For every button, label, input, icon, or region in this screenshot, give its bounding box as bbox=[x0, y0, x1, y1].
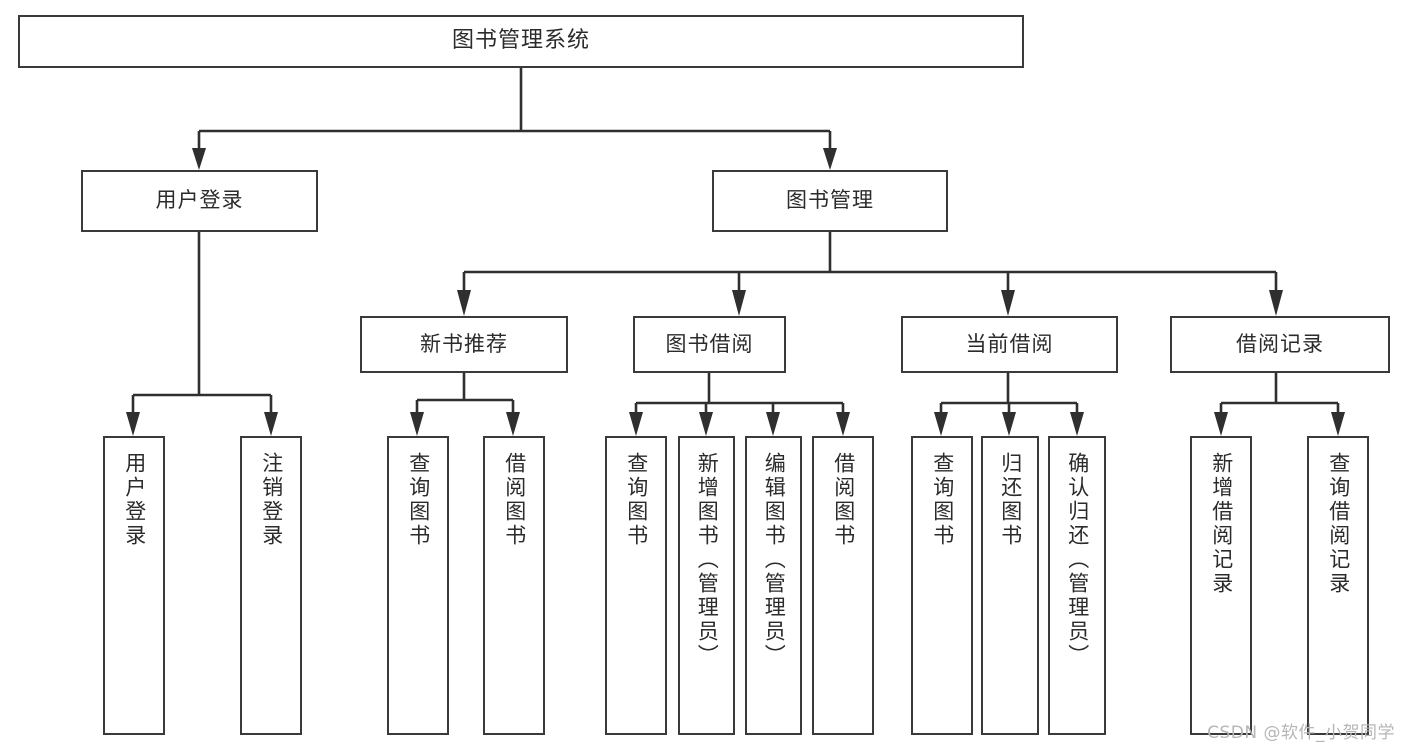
node-root-book-management-system[interactable]: 图书管理系统 bbox=[18, 15, 1024, 68]
watermark-text: CSDN @软件_小贺同学 bbox=[1207, 723, 1395, 743]
node-label: 新增图书（管理员） bbox=[695, 452, 720, 668]
node-label: 借阅记录 bbox=[1236, 331, 1324, 356]
node-book-borrow[interactable]: 图书借阅 bbox=[633, 316, 786, 373]
arrow-to-user-login bbox=[192, 148, 206, 170]
node-label: 当前借阅 bbox=[965, 331, 1054, 356]
node-label: 新增借阅记录 bbox=[1209, 452, 1234, 596]
node-label: 图书借阅 bbox=[665, 331, 754, 356]
leaf-new-book-query[interactable]: 查询图书 bbox=[387, 436, 449, 735]
node-label: 借阅图书 bbox=[502, 452, 527, 548]
arrow-to-book-borrow bbox=[732, 290, 746, 316]
leaf-user-login-logout[interactable]: 注销登录 bbox=[240, 436, 302, 735]
arrow-to-br-leaf-2 bbox=[1331, 412, 1345, 436]
arrow-to-cb-leaf-1 bbox=[934, 412, 948, 436]
node-user-login[interactable]: 用户登录 bbox=[81, 170, 318, 232]
node-label: 注销登录 bbox=[259, 452, 284, 548]
leaf-current-borrow-return[interactable]: 归还图书 bbox=[981, 436, 1039, 735]
arrow-to-bb-leaf-3 bbox=[766, 412, 780, 436]
leaf-new-book-borrow[interactable]: 借阅图书 bbox=[483, 436, 545, 735]
node-label: 图书管理 bbox=[786, 188, 874, 213]
arrow-to-cb-leaf-2 bbox=[1002, 412, 1016, 436]
leaf-book-borrow-borrow[interactable]: 借阅图书 bbox=[812, 436, 874, 735]
node-label: 编辑图书（管理员） bbox=[762, 452, 787, 668]
node-new-book-recommend[interactable]: 新书推荐 bbox=[360, 316, 568, 373]
arrow-to-br-leaf-1 bbox=[1214, 412, 1228, 436]
arrow-to-bb-leaf-1 bbox=[629, 412, 643, 436]
node-label: 查询图书 bbox=[624, 452, 649, 548]
node-label: 归还图书 bbox=[998, 452, 1023, 548]
node-label: 查询借阅记录 bbox=[1326, 452, 1351, 596]
arrow-to-user-login-leaf bbox=[126, 412, 140, 436]
node-label: 确认归还（管理员） bbox=[1065, 452, 1090, 668]
arrow-to-bb-leaf-2 bbox=[699, 412, 713, 436]
leaf-borrow-record-query[interactable]: 查询借阅记录 bbox=[1307, 436, 1369, 735]
leaf-current-borrow-query[interactable]: 查询图书 bbox=[911, 436, 973, 735]
arrow-to-new-book-recommend bbox=[457, 290, 471, 316]
node-borrow-record[interactable]: 借阅记录 bbox=[1170, 316, 1390, 373]
leaf-book-borrow-query[interactable]: 查询图书 bbox=[605, 436, 667, 735]
arrow-to-cb-leaf-3 bbox=[1070, 412, 1084, 436]
arrow-to-logout-leaf bbox=[264, 412, 278, 436]
leaf-current-borrow-confirm-return[interactable]: 确认归还（管理员） bbox=[1048, 436, 1106, 735]
node-label: 借阅图书 bbox=[831, 452, 856, 548]
node-label: 新书推荐 bbox=[420, 331, 508, 356]
leaf-book-borrow-edit[interactable]: 编辑图书（管理员） bbox=[745, 436, 802, 735]
node-book-management[interactable]: 图书管理 bbox=[712, 170, 948, 232]
leaf-borrow-record-add[interactable]: 新增借阅记录 bbox=[1190, 436, 1252, 735]
arrow-to-borrow-record bbox=[1269, 290, 1283, 316]
arrow-to-nbr-leaf-2 bbox=[506, 412, 520, 436]
arrow-to-nbr-leaf-1 bbox=[410, 412, 424, 436]
arrow-to-book-manage bbox=[823, 148, 837, 170]
node-label: 图书管理系统 bbox=[451, 28, 590, 54]
node-label: 用户登录 bbox=[122, 452, 147, 548]
node-label: 查询图书 bbox=[930, 452, 955, 548]
node-label: 查询图书 bbox=[406, 452, 431, 548]
arrow-to-bb-leaf-4 bbox=[836, 412, 850, 436]
leaf-user-login-login[interactable]: 用户登录 bbox=[103, 436, 165, 735]
node-label: 用户登录 bbox=[155, 188, 244, 213]
arrow-to-current-borrow bbox=[1001, 290, 1015, 316]
node-current-borrow[interactable]: 当前借阅 bbox=[901, 316, 1118, 373]
leaf-book-borrow-add[interactable]: 新增图书（管理员） bbox=[678, 436, 735, 735]
